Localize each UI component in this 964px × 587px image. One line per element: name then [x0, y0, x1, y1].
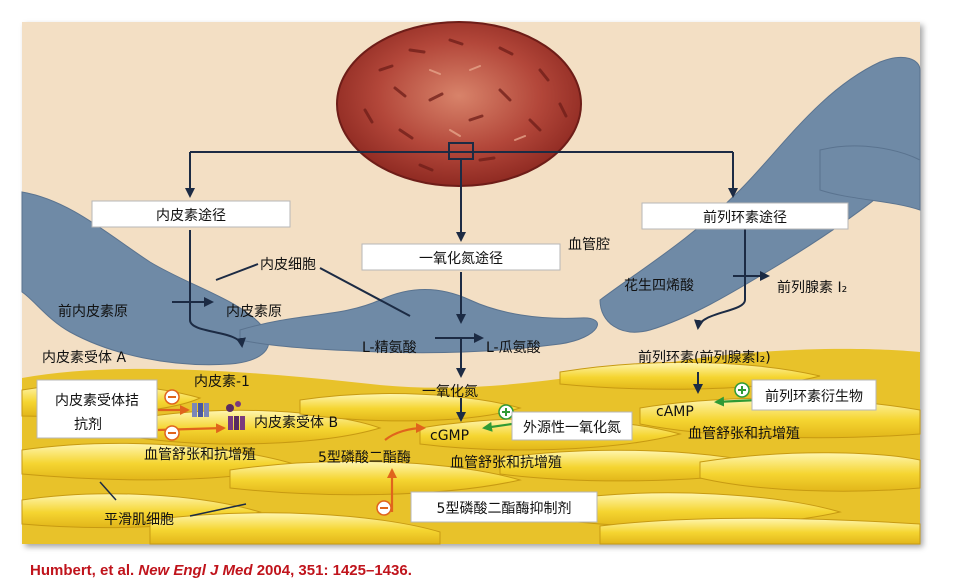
vasodilation-right-label: 血管舒张和抗增殖 — [688, 425, 800, 442]
minus-icon — [164, 389, 180, 405]
antagonist-label-line2: 抗剂 — [74, 417, 102, 433]
plus-icon — [498, 404, 514, 420]
exogenous-no-label: 外源性一氧化氮 — [523, 420, 621, 436]
nitric-oxide-label: 一氧化氮 — [422, 384, 478, 400]
red-blood-cell — [336, 21, 582, 187]
label-boxes — [36, 200, 877, 523]
antagonist-label-line1: 内皮素受体拮 — [55, 393, 139, 409]
endothelin-receptor-a-icon — [192, 403, 209, 417]
no-pathway-label: 一氧化氮途径 — [419, 250, 503, 267]
endothelin-receptor-b-icon — [228, 416, 245, 430]
pathway-arrows — [172, 151, 770, 422]
l-arginine-label: L-精氨酸 — [362, 340, 417, 356]
cgmp-label: cGMP — [430, 428, 469, 444]
diagram-labels: 内皮素途径 一氧化氮途径 前列环素途径 血管腔 内皮细胞 前内皮素原 内皮素原 … — [42, 207, 863, 528]
vessel-lumen-label: 血管腔 — [568, 237, 610, 253]
prostacyclin-derivatives-label: 前列环素衍生物 — [765, 388, 863, 405]
l-citrulline-label: L-瓜氨酸 — [486, 340, 541, 356]
endothelial-cell-label: 内皮细胞 — [260, 257, 316, 273]
pde5-inhibitor-label: 5型磷酸二酯酶抑制剂 — [437, 501, 572, 517]
citation-details: 2004, 351: 1425–1436. — [256, 562, 412, 579]
endothelin-pre-label: 内皮素原 — [226, 304, 282, 320]
pde5-label: 5型磷酸二酯酶 — [318, 450, 411, 466]
stimulation-arrows — [482, 396, 759, 432]
arachidonic-acid-label: 花生四烯酸 — [624, 278, 694, 294]
smooth-muscle-leader — [99, 481, 117, 501]
endothelin-pathway-label: 内皮素途径 — [156, 207, 226, 224]
prostacyclin-paren-label: 前列环素(前列腺素I₂) — [638, 349, 771, 366]
citation-authors: Humbert, et al. — [30, 562, 135, 579]
vasodilation-left-label: 血管舒张和抗增殖 — [144, 446, 256, 463]
endothelium-layer — [21, 57, 921, 366]
minus-icon — [376, 500, 392, 516]
smooth-muscle-leader — [189, 503, 247, 517]
smooth-muscle-label: 平滑肌细胞 — [104, 511, 174, 528]
vasodilation-mid-label: 血管舒张和抗增殖 — [450, 454, 562, 471]
minus-icon — [164, 425, 180, 441]
endothelin-receptor-b-label: 内皮素受体 B — [254, 415, 338, 431]
camp-label: cAMP — [656, 404, 694, 420]
prostacyclin-pathway-label: 前列环素途径 — [703, 209, 787, 226]
endothelin-1-label: 内皮素-1 — [194, 374, 250, 390]
endothelin-receptor-a-label: 内皮素受体 A — [42, 350, 126, 366]
plus-icon — [734, 382, 750, 398]
citation: Humbert, et al. New Engl J Med 2004, 351… — [30, 562, 412, 579]
prostaglandin-i2-label: 前列腺素 I₂ — [777, 279, 847, 296]
citation-journal: New Engl J Med — [138, 562, 253, 579]
pro-endothelin-label: 前内皮素原 — [58, 303, 128, 320]
endothelin-1-molecules — [226, 401, 241, 412]
